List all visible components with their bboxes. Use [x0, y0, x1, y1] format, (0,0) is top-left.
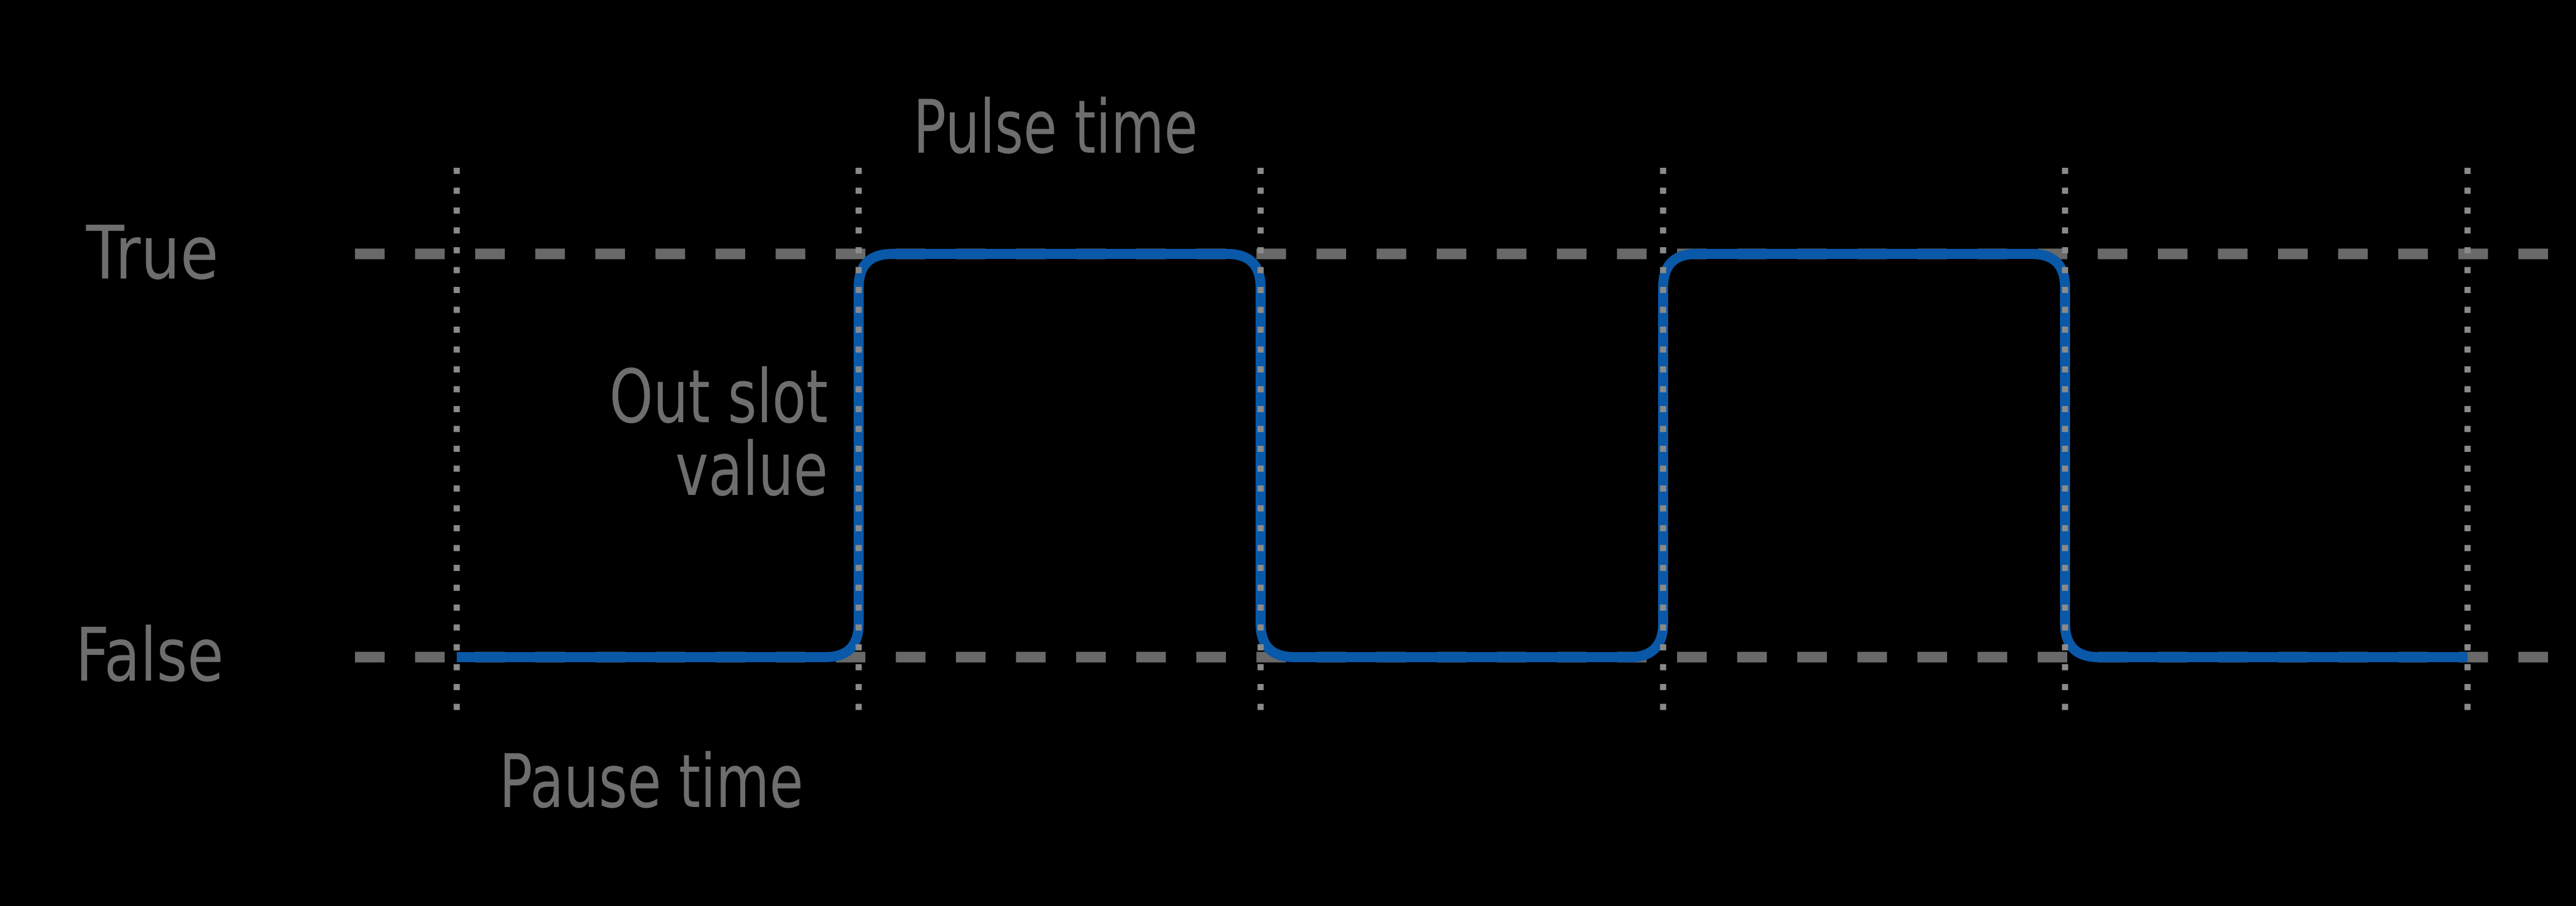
true-level-label: True: [86, 210, 219, 296]
false-level-label: False: [75, 612, 224, 699]
pulse-time-label: Pulse time: [913, 84, 1198, 171]
out-slot-value-label-line1: Out slot: [609, 354, 828, 440]
out-slot-value-label-line2: value: [675, 427, 828, 513]
pause-time-label: Pause time: [499, 739, 803, 825]
